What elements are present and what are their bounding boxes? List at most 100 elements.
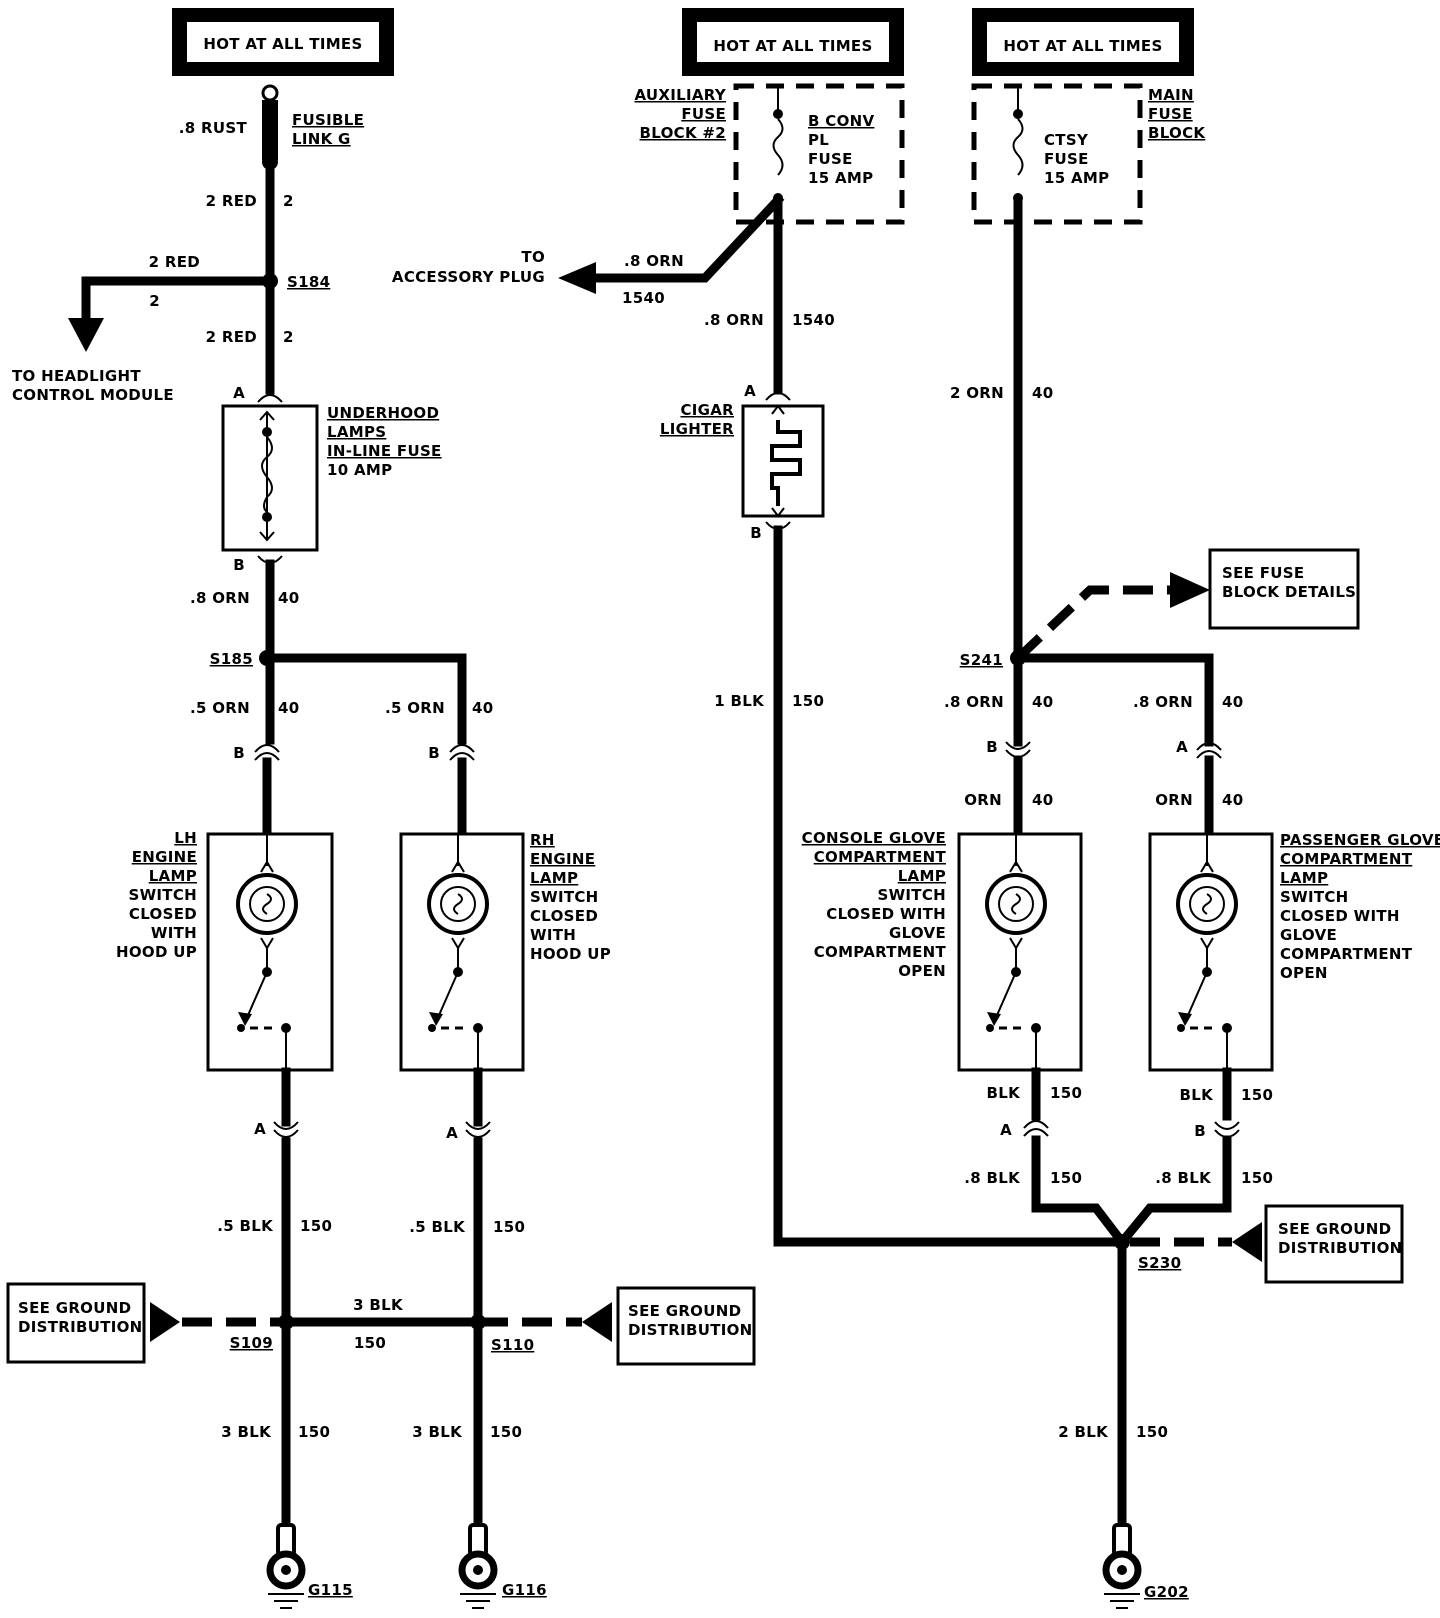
wire-label: 150	[1241, 1169, 1273, 1187]
rh-switch-name: LAMP	[530, 869, 578, 887]
wire-label: 3 BLK	[221, 1423, 272, 1441]
wire-label: 1540	[622, 289, 665, 307]
fuse-name: 10 AMP	[327, 461, 392, 479]
passenger-switch-name: COMPARTMENT	[1280, 945, 1413, 963]
console-switch-name: SWITCH	[877, 886, 946, 904]
fuse-name: 15 AMP	[1044, 169, 1109, 187]
fuse-block-name: BLOCK #2	[640, 124, 726, 142]
ground-label: G115	[308, 1581, 353, 1599]
hot-label-left: HOT AT ALL TIMES	[203, 35, 362, 53]
splice-s110	[470, 1314, 486, 1330]
rh-switch-name: RH	[530, 831, 555, 849]
fuse-name: FUSE	[1044, 150, 1089, 168]
rh-switch-name: HOOD UP	[530, 945, 611, 963]
wire-label: .8 ORN	[624, 252, 684, 270]
fuse-name: FUSE	[808, 150, 853, 168]
wire-label: 40	[1222, 693, 1243, 711]
ground-note: DISTRIBUTION	[18, 1318, 143, 1336]
arrow-left-icon	[1232, 1222, 1262, 1262]
wire-label: .8 ORN	[944, 693, 1004, 711]
connector-label: A	[233, 384, 245, 402]
lh-switch-name: WITH	[151, 924, 197, 942]
wire-label: 40	[1032, 693, 1053, 711]
connector-label: B	[986, 738, 998, 756]
ground-icon	[458, 1523, 498, 1609]
rh-switch-name: ENGINE	[530, 850, 595, 868]
connector-label: B	[233, 556, 245, 574]
ground-note-box-right	[1264, 1204, 1404, 1284]
lh-engine-lamp-switch-box	[206, 832, 334, 1072]
console-switch-name: CLOSED WITH	[826, 905, 946, 923]
arrow-down-icon	[68, 318, 104, 352]
fuse-name: PL	[808, 131, 829, 149]
fuse-block-name: FUSE	[1148, 105, 1193, 123]
rh-switch-name: SWITCH	[530, 888, 599, 906]
fuse-details-note: SEE FUSE	[1222, 564, 1304, 582]
rh-switch-name: CLOSED	[530, 907, 598, 925]
middle-circuit: HOT AT ALL TIMES AUXILIARY FUSE BLOCK #2…	[392, 8, 1127, 1247]
fuse-block-name: MAIN	[1148, 86, 1194, 104]
console-switch-name: LAMP	[898, 867, 946, 885]
ground-note-box-left	[6, 1282, 146, 1364]
connector-label: B	[428, 744, 440, 762]
lighter-name: LIGHTER	[660, 420, 734, 438]
passenger-switch-name: LAMP	[1280, 869, 1328, 887]
wire-label: 40	[278, 589, 299, 607]
console-switch-name: COMPARTMENT	[814, 943, 947, 961]
wire-label: ORN	[964, 791, 1002, 809]
wire-label: 1540	[792, 311, 835, 329]
fuse-name: B CONV	[808, 112, 874, 130]
wire-label: .5 ORN	[385, 699, 445, 717]
console-switch-name: COMPARTMENT	[814, 848, 947, 866]
lh-switch-name: HOOD UP	[116, 943, 197, 961]
wire-label: BLK	[1179, 1086, 1214, 1104]
ground-label: G116	[502, 1581, 547, 1599]
wire-label: 2	[283, 328, 294, 346]
wire-label: 40	[278, 699, 299, 717]
splice-label: S184	[287, 273, 330, 291]
connector-label: A	[254, 1120, 266, 1138]
fuse-details-note: BLOCK DETAILS	[1222, 583, 1356, 601]
fusible-link	[262, 100, 278, 160]
hot-box-left	[187, 22, 379, 62]
wire-label: 2	[149, 292, 160, 310]
fuse-details-box	[1208, 548, 1360, 630]
wire-label: 3 BLK	[353, 1296, 404, 1314]
console-switch-name: GLOVE	[889, 924, 946, 942]
fusible-name: FUSIBLE	[292, 111, 364, 129]
arrow-left-icon	[558, 262, 596, 294]
console-switch-name: OPEN	[898, 962, 946, 980]
left-circuit: HOT AT ALL TIMES .8 RUST FUSIBLE LINK G …	[6, 8, 756, 1609]
wire-label: .8 BLK	[1155, 1169, 1212, 1187]
wire-label: .5 BLK	[217, 1217, 274, 1235]
hot-label-right: HOT AT ALL TIMES	[1003, 37, 1162, 55]
hot-box-right	[987, 22, 1179, 62]
ground-label: G202	[1144, 1583, 1189, 1601]
wire-label: 150	[1136, 1423, 1168, 1441]
wire-label: .8 BLK	[964, 1169, 1021, 1187]
lh-switch-name: CLOSED	[129, 905, 197, 923]
fuse-name: CTSY	[1044, 131, 1089, 149]
right-circuit: HOT AT ALL TIMES MAIN FUSE BLOCK CTSY FU…	[802, 8, 1440, 1609]
console-switch-name: CONSOLE GLOVE	[802, 829, 946, 847]
fuse-block-name: FUSE	[681, 105, 726, 123]
wire-label: 2	[283, 192, 294, 210]
hot-box-middle	[697, 22, 889, 62]
accessory-label: TO	[521, 248, 545, 266]
inline-fuse-box	[221, 404, 319, 552]
connector-label: A	[1000, 1121, 1012, 1139]
wire-label: .5 BLK	[409, 1218, 466, 1236]
ground-note: SEE GROUND	[1278, 1220, 1391, 1238]
ground-note: SEE GROUND	[628, 1302, 741, 1320]
wire-label: 150	[1241, 1086, 1273, 1104]
arrow-right-icon	[582, 1302, 612, 1342]
wire-label: 40	[1032, 384, 1053, 402]
ground-icon	[1102, 1523, 1142, 1609]
passenger-switch-name: SWITCH	[1280, 888, 1349, 906]
splice-label: S230	[1138, 1254, 1181, 1272]
wire-label: 2 RED	[206, 192, 257, 210]
rh-switch-name: WITH	[530, 926, 576, 944]
wire-label: 150	[354, 1334, 386, 1352]
terminal-top	[261, 84, 279, 102]
fuse-name: UNDERHOOD	[327, 404, 439, 422]
